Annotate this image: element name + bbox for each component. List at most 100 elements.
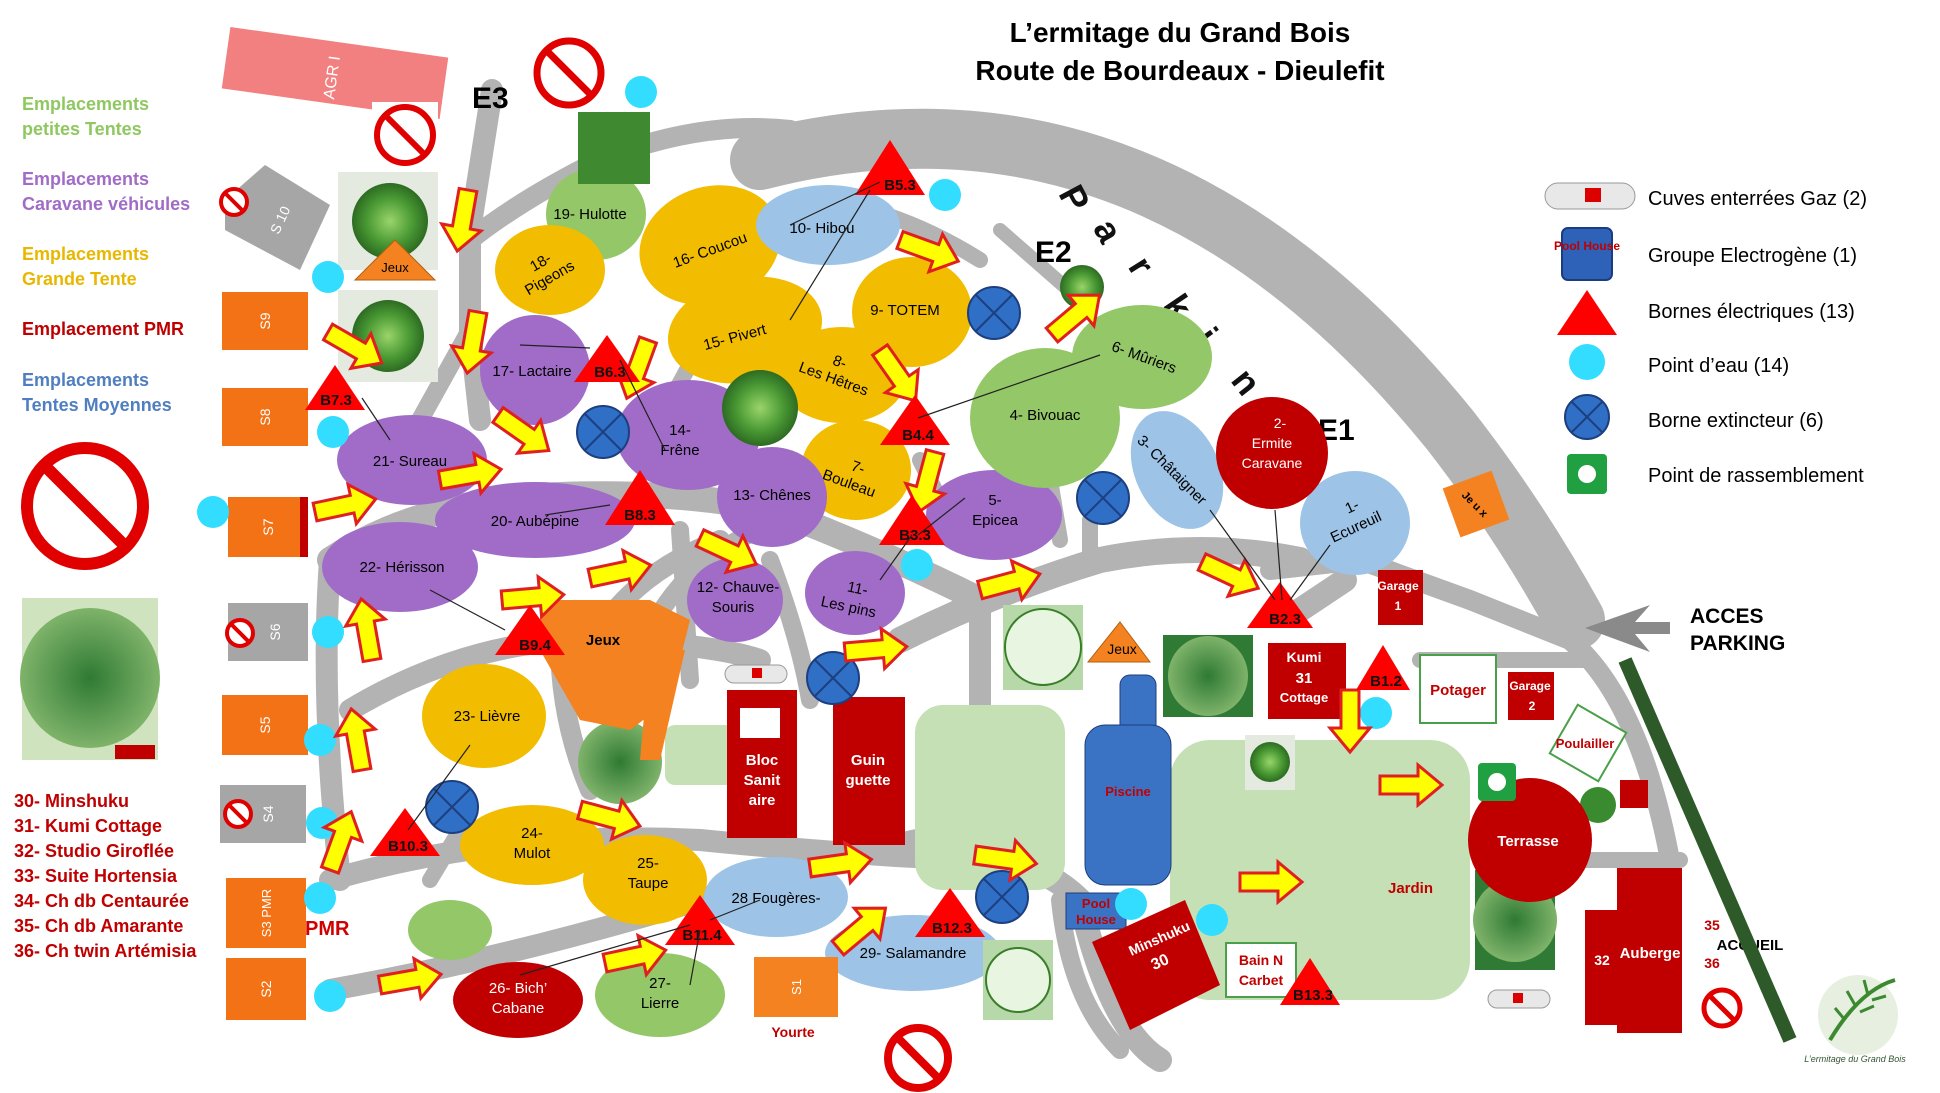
no-entry-icon: [225, 618, 255, 648]
generator-icon: Pool House: [1554, 227, 1620, 281]
jeux-area: [640, 650, 685, 760]
jeux-area: [1086, 621, 1151, 663]
amenity-33: 33- Suite Hortensia: [14, 866, 178, 886]
extinguisher-icon: [1076, 471, 1130, 525]
tree-image: [578, 112, 650, 184]
svg-text:24-Mulot: 24-Mulot: [514, 825, 552, 862]
svg-text:B12.3: B12.3: [932, 920, 972, 937]
power-terminal-icon: [370, 808, 440, 856]
svg-text:B3.3: B3.3: [899, 527, 931, 544]
pitch-s2: S2: [258, 980, 274, 997]
svg-text:B7.3: B7.3: [320, 392, 352, 409]
green-zones: [665, 705, 1470, 1000]
water-point-icon: [1196, 904, 1228, 936]
access-parking-line1: ACCES: [1690, 605, 1764, 628]
yourte-label: Yourte: [771, 1024, 815, 1040]
svg-text:26- Bich’Cabane: 26- Bich’Cabane: [489, 980, 547, 1017]
pitch-s7: S7: [260, 518, 276, 535]
access-parking-line2: PARKING: [1690, 632, 1785, 655]
svg-text:4- Bivouac: 4- Bivouac: [1010, 407, 1081, 424]
pitch-s4: S4: [260, 805, 276, 822]
power-terminal-icon: [879, 495, 945, 545]
room-32: 32: [1594, 952, 1610, 968]
assembly-point-icon: [1567, 454, 1607, 494]
garage-2: [1508, 672, 1554, 720]
pitch-11-les-pins: [805, 551, 905, 635]
power-terminal-icon: [605, 470, 675, 525]
pitch-2-ermite: [1216, 397, 1328, 509]
pitch-20-aubepine: [435, 482, 635, 558]
water-point-icon: [901, 549, 933, 581]
pitch-24-mulot: [460, 805, 604, 885]
power-terminal-icon: [1247, 582, 1313, 628]
jeux-label: Jeux: [1107, 641, 1137, 657]
kumi-cottage: [1268, 643, 1346, 719]
power-terminals: B5.3 B6.3 B7.3 B8.3 B4.4 B3.3 B9.4 B2.3 …: [305, 140, 1410, 1005]
entrance-e3: E3: [472, 82, 509, 115]
jeux-label: Jeux: [381, 260, 409, 275]
parking-letter: n: [1224, 360, 1270, 403]
legend-generator-label: Groupe Electrogène (1): [1648, 245, 1857, 267]
legend-gas-label: Cuves enterrées Gaz (2): [1648, 188, 1867, 210]
amenity-34: 34- Ch db Centaurée: [14, 891, 189, 911]
pitch-12-chauve-souris: [687, 558, 783, 642]
svg-text:29- Salamandre: 29- Salamandre: [860, 945, 967, 962]
pitch-26-bichcabane: [453, 962, 583, 1038]
connection-lines: [361, 181, 1331, 986]
gas-tank-icon: [1544, 182, 1636, 210]
map-title-line2: Route de Bourdeaux - Dieulefit: [975, 55, 1384, 86]
room-33: 33: [1594, 915, 1610, 931]
extinguisher-icon: [1564, 394, 1610, 440]
trees: [338, 112, 1616, 1020]
water-point-icon: [625, 76, 657, 108]
legend-pmr: Emplacement PMR: [22, 319, 184, 339]
power-terminal-icon: [1356, 645, 1410, 690]
piscine: [1084, 724, 1172, 886]
legend-assembly-label: Point de rassemblement: [1648, 465, 1864, 487]
svg-text:S1: S1: [789, 979, 804, 995]
power-terminal-icon: [574, 335, 640, 382]
svg-text:23- Lièvre: 23- Lièvre: [454, 708, 521, 725]
svg-text:28 Fougères-: 28 Fougères-: [731, 890, 820, 907]
kumi-sub: Cottage: [1280, 690, 1328, 705]
svg-text:5-Epicea: 5-Epicea: [972, 492, 1019, 529]
water-point-icon: [1569, 344, 1605, 380]
jeux-label: Jeux: [586, 632, 621, 649]
svg-text:Pool House: Pool House: [1554, 239, 1620, 253]
amenity-35: 35- Ch db Amarante: [14, 916, 183, 936]
pitch-22-herisson: [322, 522, 478, 612]
parking-letter: r: [1120, 249, 1162, 283]
pitch-s6: S6: [267, 623, 283, 640]
amenity-32: 32- Studio Giroflée: [14, 841, 174, 861]
water-point-icon: [1360, 697, 1392, 729]
no-entry-icon: [223, 799, 253, 829]
pitch-8-hetres: [777, 327, 907, 423]
svg-text:20- Aubépine: 20- Aubépine: [491, 513, 579, 530]
pitch-s9: S9: [257, 312, 273, 329]
tree-image: [1580, 787, 1616, 823]
svg-text:27-Lierre: 27-Lierre: [641, 975, 679, 1012]
pitch-3-chataigner: [1130, 411, 1224, 529]
svg-text:12- Chauve-Souris: 12- Chauve-Souris: [697, 579, 780, 616]
room-35: 35: [1704, 917, 1720, 933]
power-terminal-icon: [305, 365, 365, 410]
pitch-17-lactaire: [480, 315, 590, 425]
water-point-icon: [317, 416, 349, 448]
water-points: [197, 76, 1392, 1012]
potager: [1419, 654, 1497, 724]
power-terminal-icon: [495, 605, 565, 655]
potager-label: Potager: [1430, 682, 1486, 699]
svg-text:B4.4: B4.4: [902, 427, 934, 444]
no-entry-icon: [219, 187, 249, 217]
legend-extinguisher-label: Borne extincteur (6): [1648, 410, 1824, 432]
svg-text:B13.3: B13.3: [1293, 987, 1333, 1004]
map-title-line1: L’ermitage du Grand Bois: [1010, 17, 1351, 48]
svg-text:B11.4: B11.4: [682, 927, 722, 944]
no-entry-icon: [884, 1024, 952, 1092]
gas-tank-icon: [724, 664, 788, 684]
